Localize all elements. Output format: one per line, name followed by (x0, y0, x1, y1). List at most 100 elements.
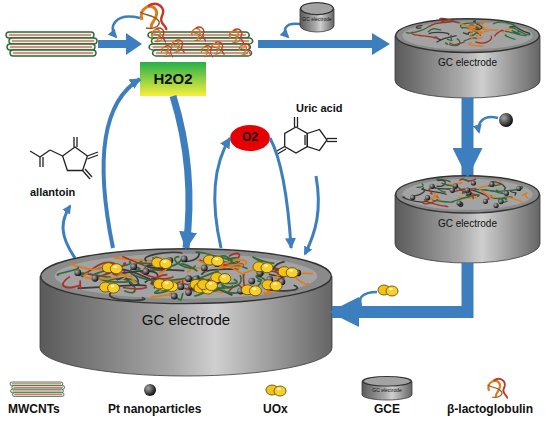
pt-nanoparticle (185, 275, 192, 282)
nanotube-strand (417, 184, 424, 188)
electrode-cylinder: GC electrode (300, 2, 334, 32)
uox-enzyme (102, 263, 122, 274)
nanotube-strand (505, 35, 515, 40)
nanotube-strand (264, 291, 272, 294)
flow-arrow (332, 263, 468, 312)
shape-part (209, 282, 213, 285)
pt-nanoparticle (457, 200, 462, 205)
shape-part (113, 265, 117, 268)
flow-arrow (270, 138, 291, 248)
flow-arrow (215, 138, 230, 248)
uox-enzyme (278, 267, 298, 278)
nanotube-strand (464, 38, 476, 41)
nanotube-strand (437, 180, 446, 186)
pt-nanoparticle (410, 195, 415, 200)
species-label: H2O2 (153, 71, 192, 88)
shape-part (206, 281, 218, 291)
electrode-top (396, 176, 540, 213)
pt-nanoparticle (185, 289, 192, 296)
electrode-surface (55, 254, 318, 299)
electrode-surface (402, 22, 533, 50)
pt-nanoparticle (74, 269, 81, 276)
pt-nanoparticle (450, 188, 455, 193)
nanotube-strand (450, 42, 465, 45)
uox-enzyme (152, 258, 172, 269)
product-box: H2O2 (140, 62, 206, 96)
legend-text: GCE (374, 402, 400, 416)
shape-part (273, 283, 277, 286)
nanotube-strand (508, 197, 522, 202)
nanotube-strand (481, 28, 497, 30)
shape-part (289, 269, 293, 272)
shape-part (212, 256, 224, 266)
pt-nanoparticle (483, 199, 488, 204)
electrode-top (41, 249, 332, 304)
nanotube-strand (447, 35, 452, 41)
uox-enzyme (204, 255, 224, 266)
nanotube-strand (510, 191, 516, 195)
shape-part (264, 265, 268, 268)
nanotube-strand (473, 20, 475, 22)
nanotube-strand (118, 274, 125, 280)
pt-nanoparticle (494, 203, 499, 208)
nanotube-strand (123, 287, 147, 289)
text-wrap: O2 (230, 125, 270, 151)
nanotube-strand (473, 24, 482, 30)
nanotube-strand (451, 195, 479, 202)
electrode-surface (302, 3, 333, 14)
nanotube-strand (110, 293, 145, 301)
legend-text: MWCNTs (8, 402, 60, 416)
molecule-name: allantoin (30, 186, 75, 198)
flow-arrow (104, 79, 140, 248)
nanotube-strand (462, 179, 469, 182)
pt-nanoparticle (178, 283, 185, 290)
shape-part (111, 285, 115, 288)
nanotube-strand (406, 26, 430, 33)
pt-nanoparticle (425, 195, 430, 200)
pt-nanoparticle (465, 188, 470, 193)
nanotube-strand (471, 31, 482, 39)
nanotube-strand (445, 43, 447, 45)
uox-enzyme (154, 279, 174, 290)
nanotube-strand (428, 29, 441, 32)
electrode-surface (402, 179, 533, 210)
nanotube-strand (498, 186, 523, 193)
nanotube-strand (229, 267, 253, 274)
uox-enzyme (253, 262, 273, 273)
legend-text: Pt nanoparticles (108, 402, 201, 416)
pt-nanoparticle (130, 263, 137, 270)
species-label: O2 (242, 131, 258, 144)
shape-part (215, 258, 219, 261)
shape-part (108, 283, 120, 293)
pt-nanoparticle (171, 293, 178, 300)
flow-arrow (173, 96, 189, 248)
nanotube-strand (429, 189, 432, 194)
nanotube-strand (436, 36, 456, 43)
nanotube-strand (63, 277, 81, 288)
nanotube-strand (90, 263, 126, 276)
nanotube-strand (493, 22, 516, 27)
nanotube-strand (424, 199, 447, 206)
pt-nanoparticle (471, 180, 476, 185)
uox-enzyme (100, 282, 120, 293)
electrode-cylinder: GC electrode (395, 18, 540, 98)
pt-nanoparticle (248, 278, 255, 285)
nanotube-strand (229, 253, 240, 258)
shape-part (160, 259, 172, 269)
nanotube-strand (503, 28, 514, 32)
pt-nanoparticle (143, 268, 150, 275)
box-fill (140, 62, 206, 96)
nanotube-strand (432, 200, 454, 203)
flow-arrow (462, 98, 474, 175)
shape-part (165, 282, 169, 285)
molecule-name: Uric acid (296, 102, 342, 114)
nanotube-strand (522, 193, 529, 199)
pt-nanoparticle (201, 265, 208, 272)
pt-nanoparticle (181, 256, 188, 263)
shape-part (252, 288, 256, 291)
pt-nanoparticle (430, 184, 435, 189)
uox-enzyme (262, 280, 282, 291)
electrode-cylinder: GC electrode (40, 248, 332, 376)
nanotube-strand (171, 293, 183, 300)
